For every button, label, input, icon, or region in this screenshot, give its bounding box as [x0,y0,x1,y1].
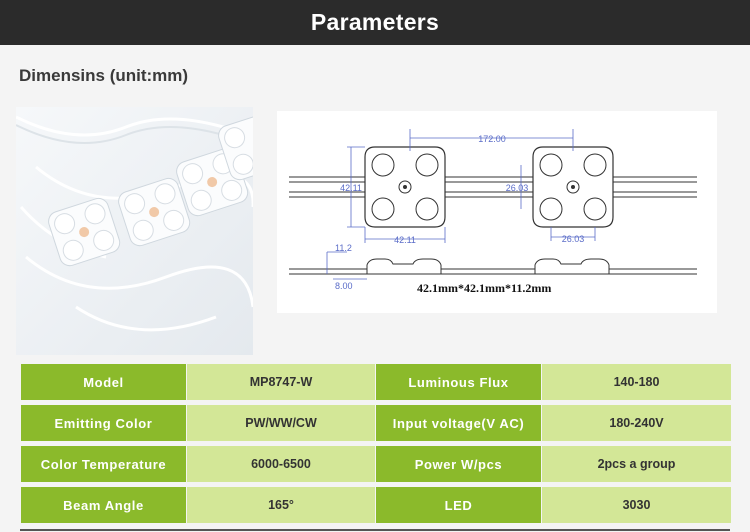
product-photo [16,107,253,355]
parameter-table: Model MP8747-W Luminous Flux 140-180 Emi… [21,364,731,528]
dim-hole-horizontal: 26.03 [562,234,585,244]
module-top-view-1 [364,146,446,228]
param-label: Emitting Color [21,405,186,441]
table-row: Beam Angle 165° LED 3030 [21,487,731,523]
table-row: Model MP8747-W Luminous Flux 140-180 [21,364,731,400]
param-value: 180-240V [542,405,731,441]
param-label: Luminous Flux [376,364,541,400]
dim-width: 42.11 [394,235,416,245]
param-value: 165° [187,487,375,523]
dim-height: 42.11 [340,183,362,193]
led-module-illustration [16,107,253,355]
dim-hole-vertical: 26.03 [506,183,529,193]
param-label: Power W/pcs [376,446,541,482]
section-title: Dimensins (unit:mm) [19,66,189,85]
header-bar: Parameters [0,0,750,45]
param-label: LED [376,487,541,523]
module-side-view-2 [534,258,610,275]
param-value: 140-180 [542,364,731,400]
size-caption: 42.1mm*42.1mm*11.2mm [417,281,551,295]
table-row: Color Temperature 6000-6500 Power W/pcs … [21,446,731,482]
dim-thickness: 11.2 [335,243,352,253]
module-top-view-2 [532,146,614,228]
dim-pitch: 172.00 [478,134,506,144]
param-label: Model [21,364,186,400]
param-value: MP8747-W [187,364,375,400]
param-value: 2pcs a group [542,446,731,482]
dimension-diagram: 172.00 42.11 42.11 26.03 26.03 11.2 8.00… [289,129,697,295]
bottom-divider [20,529,730,531]
dimension-drawing: 172.00 42.11 42.11 26.03 26.03 11.2 8.00… [277,111,717,313]
module-side-view-1 [366,258,442,275]
param-value: 6000-6500 [187,446,375,482]
page-title: Parameters [310,9,440,35]
param-value: PW/WW/CW [187,405,375,441]
param-label: Color Temperature [21,446,186,482]
param-label: Beam Angle [21,487,186,523]
param-label: Input voltage(V AC) [376,405,541,441]
dim-base: 8.00 [335,281,353,291]
param-value: 3030 [542,487,731,523]
table-row: Emitting Color PW/WW/CW Input voltage(V … [21,405,731,441]
